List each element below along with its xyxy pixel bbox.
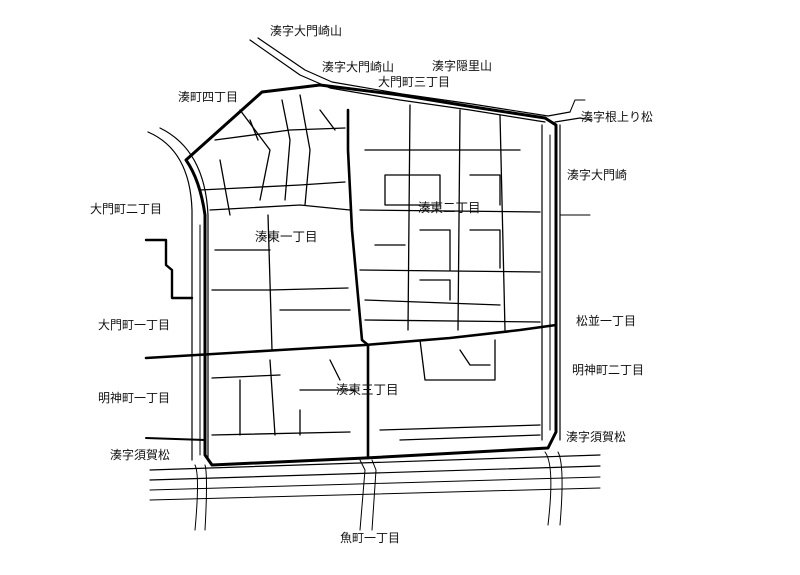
- label-myojin-cho-1: 明神町一丁目: [98, 391, 171, 405]
- bottom-road: [149, 454, 601, 471]
- label-minato-aza-daimon-saki: 湊字大門崎: [567, 168, 628, 182]
- boundary-v-middle: [346, 108, 370, 460]
- top-road: [249, 39, 546, 123]
- left-road: [147, 131, 193, 461]
- label-minato-aza-sukamatsu-left: 湊字須賀松: [110, 448, 171, 462]
- label-myojin-cho-2: 明神町二丁目: [572, 363, 645, 377]
- label-minato-higashi-3: 湊東三丁目: [336, 382, 399, 397]
- label-minato-cho-4: 湊町四丁目: [178, 90, 239, 104]
- label-daimon-cho-3: 大門町三丁目: [378, 75, 451, 89]
- district-boundary: [184, 83, 558, 467]
- label-daimon-cho-1: 大門町一丁目: [98, 318, 171, 332]
- label-minato-higashi-2: 湊東二丁目: [418, 200, 481, 215]
- label-minato-aza-sukamatsu-right: 湊字須賀松: [566, 430, 627, 444]
- label-daimon-cho-2: 大門町二丁目: [90, 202, 163, 216]
- streets: [199, 94, 541, 441]
- label-minato-aza-kakurezato-yama: 湊字隠里山: [432, 59, 493, 73]
- label-uo-cho-1: 魚町一丁目: [340, 531, 401, 545]
- label-matsunami-1: 松並一丁目: [576, 314, 637, 328]
- label-minato-aza-daimon-sakiyama: 湊字大門崎山: [322, 60, 395, 74]
- label-minato-higashi-1: 湊東一丁目: [255, 229, 318, 244]
- label-minato-aza-neagari-matsu: 湊字根上り松: [581, 110, 654, 124]
- label-minato-aza-daimon-sakiyama-top: 湊字大門崎山: [270, 24, 343, 38]
- boundary-h-middle: [144, 323, 558, 360]
